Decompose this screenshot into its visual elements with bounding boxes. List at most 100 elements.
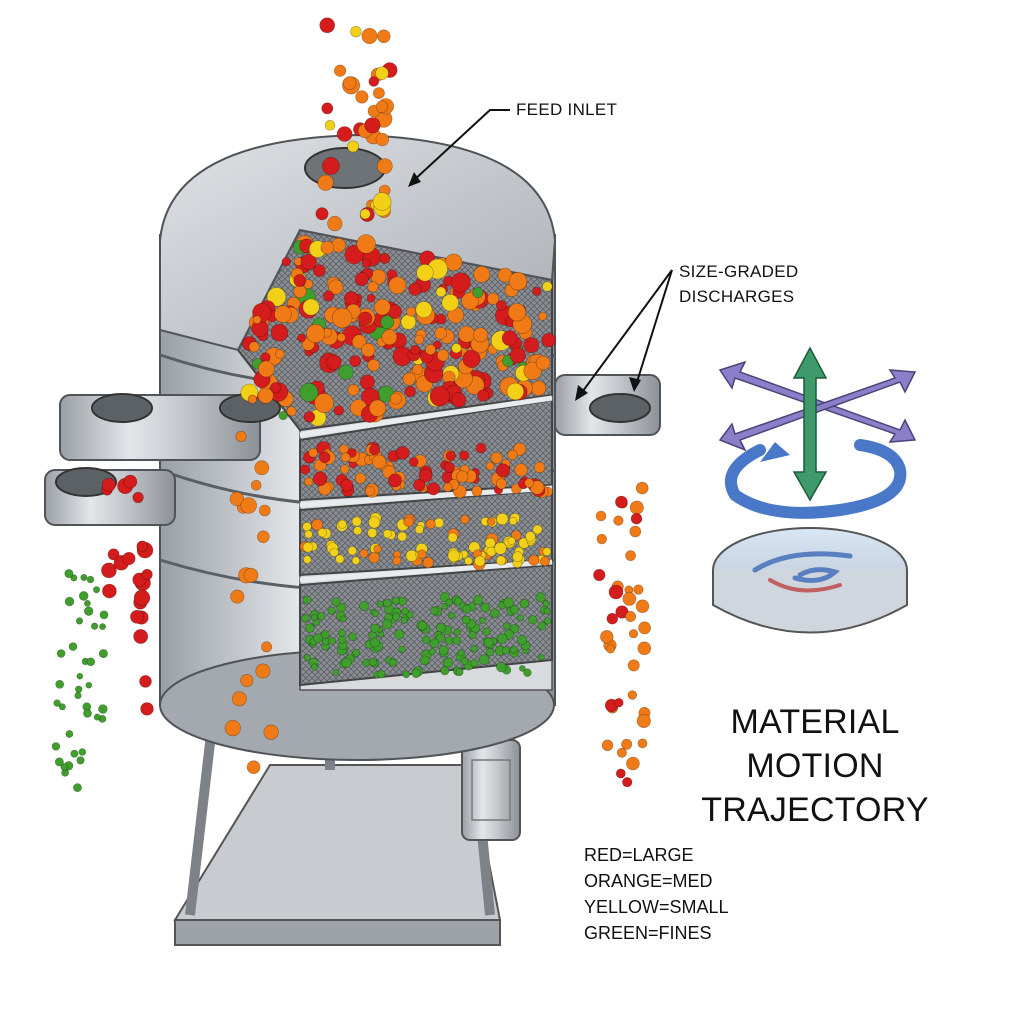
particle	[408, 282, 422, 296]
particle	[302, 298, 320, 316]
particle	[397, 531, 408, 542]
particle	[320, 630, 330, 639]
particle	[443, 482, 453, 492]
material-motion-trajectory-title: MATERIAL MOTION TRAJECTORY	[660, 700, 970, 832]
particle	[537, 621, 547, 631]
particle	[311, 663, 319, 671]
particle	[381, 618, 393, 630]
particle	[535, 592, 546, 603]
particle	[133, 629, 149, 644]
particle	[524, 478, 534, 488]
particle	[347, 140, 359, 153]
particle	[300, 464, 311, 475]
particle	[70, 574, 78, 582]
particle	[86, 575, 95, 584]
particle	[349, 355, 362, 367]
particle	[455, 667, 464, 676]
particle	[332, 307, 353, 329]
particle	[400, 616, 408, 624]
particle	[274, 305, 292, 323]
particle	[507, 536, 516, 546]
particle	[402, 670, 411, 679]
particle	[101, 562, 117, 579]
particle	[422, 556, 434, 569]
particle	[616, 747, 627, 758]
particle	[441, 294, 459, 312]
particle	[350, 26, 362, 38]
particle	[600, 630, 614, 644]
particle	[495, 555, 506, 566]
particle	[482, 627, 491, 636]
particle	[353, 526, 363, 536]
particle	[478, 654, 490, 665]
particle	[354, 272, 369, 287]
particle	[473, 327, 489, 343]
particle	[625, 550, 636, 561]
particle	[340, 464, 350, 474]
particle	[319, 451, 331, 464]
particle	[347, 384, 360, 396]
particle	[281, 257, 291, 267]
particle	[408, 457, 419, 467]
particle	[371, 609, 380, 618]
particle	[637, 641, 652, 656]
particle	[107, 548, 120, 561]
particle	[461, 292, 479, 310]
feed-inlet-pointer	[411, 109, 510, 183]
particle	[626, 756, 640, 771]
legend-red: RED=LARGE	[584, 845, 694, 865]
particle	[462, 349, 481, 368]
particle	[503, 622, 511, 630]
particle	[447, 532, 458, 543]
particle	[635, 481, 649, 495]
particle	[254, 460, 270, 476]
particle	[388, 658, 398, 667]
particle	[240, 673, 254, 687]
particle	[369, 637, 380, 648]
particle	[356, 234, 376, 254]
particle	[489, 608, 500, 619]
particle	[331, 597, 341, 607]
discharges-label-line-2: DISCHARGES	[679, 287, 795, 306]
particle	[321, 157, 340, 175]
spiral-icon	[752, 551, 853, 583]
particle	[302, 595, 312, 605]
particle	[70, 749, 79, 758]
particle	[544, 617, 552, 625]
particle	[332, 669, 340, 676]
particle	[252, 315, 262, 325]
particle	[263, 724, 279, 740]
particle	[635, 599, 650, 613]
particle	[308, 447, 318, 458]
particle	[340, 452, 351, 463]
particle	[261, 641, 273, 653]
particle	[523, 668, 532, 677]
particle	[313, 471, 328, 486]
particle	[543, 607, 551, 615]
particle	[86, 657, 96, 667]
particle	[76, 756, 85, 765]
particle	[327, 606, 336, 616]
particle	[403, 516, 414, 528]
particle	[389, 392, 402, 405]
particle	[303, 411, 316, 423]
particle	[414, 334, 425, 345]
particle	[376, 600, 384, 608]
particle	[428, 648, 436, 656]
particle	[351, 556, 361, 565]
particle	[460, 657, 469, 666]
particle	[224, 719, 241, 737]
particle	[622, 777, 633, 788]
particle	[458, 325, 476, 343]
particle	[367, 527, 378, 538]
particle	[485, 647, 495, 657]
particle	[270, 382, 282, 394]
particle	[451, 343, 462, 354]
particle	[637, 738, 648, 749]
particle	[508, 516, 518, 526]
particle	[542, 547, 552, 557]
particle	[530, 380, 547, 396]
particle	[487, 517, 496, 526]
particle	[472, 287, 484, 299]
particle	[317, 527, 327, 538]
